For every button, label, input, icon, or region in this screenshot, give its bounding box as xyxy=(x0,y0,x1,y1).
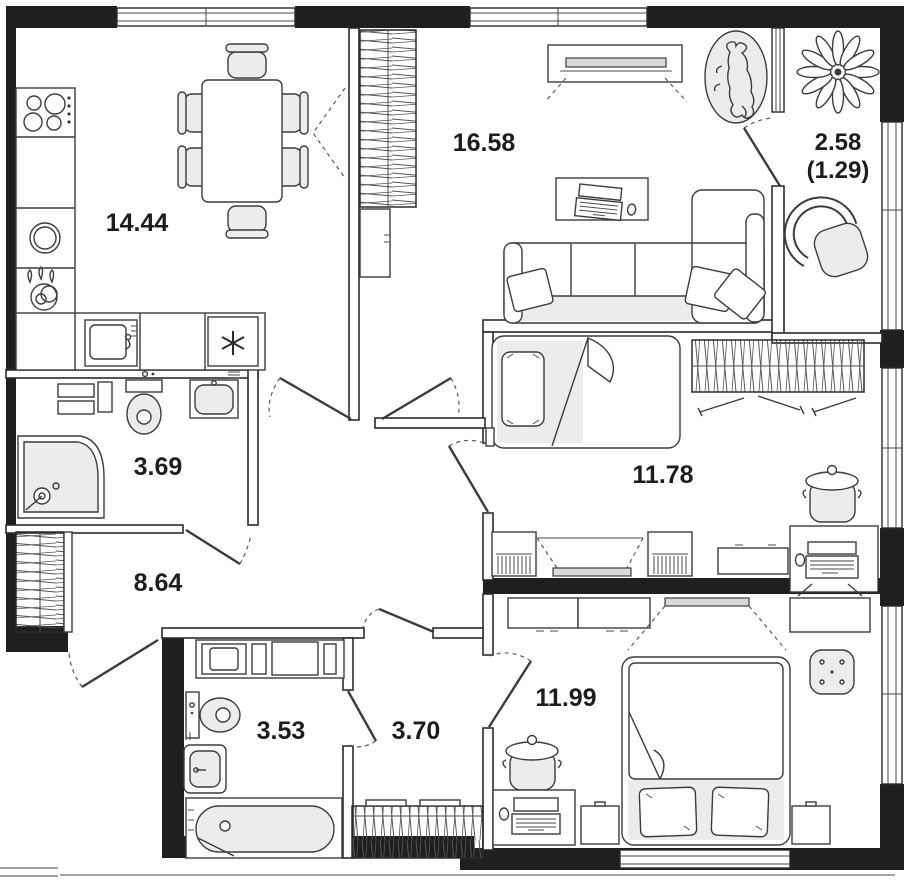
room-label-living: 16.58 xyxy=(453,129,516,157)
tv-stand xyxy=(544,44,688,103)
room-label-kitchen: 14.44 xyxy=(106,209,169,237)
dog-rug xyxy=(704,30,768,124)
bedroom-plant-pot-icon xyxy=(502,734,562,791)
bedroom-cabinets xyxy=(507,597,651,632)
living-room-door xyxy=(381,376,460,421)
washer-shelf-row xyxy=(195,639,345,679)
kids-tv xyxy=(536,537,644,577)
bedroom-door xyxy=(487,652,533,728)
kids-plant-pot-icon xyxy=(802,464,862,523)
bedroom-window-right xyxy=(881,605,903,785)
kids-room-area xyxy=(485,335,879,593)
entry-door xyxy=(68,638,159,689)
room-label-kids-room: 11.78 xyxy=(632,461,693,489)
room-label-bathroom-2: 3.53 xyxy=(257,717,306,745)
room-label-loggia-reduced: (1.29) xyxy=(807,157,870,184)
bed-pillow xyxy=(501,351,545,427)
loggia-area xyxy=(783,30,880,278)
doors xyxy=(68,117,782,748)
bedroom-desk xyxy=(492,789,576,846)
pouf-icon xyxy=(809,649,855,695)
room-label-hallway: 8.64 xyxy=(134,569,183,597)
interior-walls xyxy=(5,27,883,859)
kids-bookshelf xyxy=(491,531,537,577)
stove-icon xyxy=(23,93,71,132)
sofa-pillow xyxy=(506,267,554,313)
room-label-bedroom: 11.99 xyxy=(535,684,596,712)
dog-icon xyxy=(726,41,755,119)
bathtub-icon xyxy=(185,797,343,859)
hallway-2-door xyxy=(362,607,435,634)
kids-room-window xyxy=(881,367,903,529)
single-bed xyxy=(485,335,681,449)
kitchen-window xyxy=(116,7,296,27)
room-labels: 14.44 16.58 2.58 (1.29) 3.69 8.64 11.78 … xyxy=(106,129,870,745)
hall-wardrobe xyxy=(15,531,73,633)
sofa-pillow xyxy=(714,268,766,320)
room-label-loggia: 2.58 xyxy=(815,129,862,156)
bed-pillow xyxy=(710,786,770,838)
dining-table xyxy=(201,79,283,203)
room-label-bathroom: 3.69 xyxy=(134,453,183,481)
bathroom-2-area xyxy=(183,639,345,859)
loggia-window-right xyxy=(881,121,903,331)
loggia-glazing xyxy=(771,27,785,113)
kids-room-door xyxy=(447,439,490,513)
dishwasher-icon xyxy=(27,266,58,311)
bed-pillow xyxy=(638,786,698,838)
kids-wardrobe xyxy=(691,339,865,417)
armchair-icon xyxy=(783,196,869,278)
kids-cabinet xyxy=(717,547,789,575)
kitchen-fold-mark xyxy=(312,87,346,179)
sink-2-icon xyxy=(183,732,227,794)
corner-sofa xyxy=(503,189,766,324)
kids-bookshelf-2 xyxy=(647,531,693,577)
kitchen-dining-area xyxy=(15,43,346,371)
hallway-2-area xyxy=(351,799,484,859)
kitchen-sink-icon xyxy=(84,319,138,367)
bathroom-door xyxy=(185,528,252,566)
washing-machine-icon xyxy=(29,222,61,254)
dining-table-group xyxy=(177,43,309,239)
kids-desk xyxy=(789,525,879,593)
toilet-icon xyxy=(125,370,163,435)
bedroom-window-bottom xyxy=(619,849,791,869)
laptop-icon xyxy=(573,183,637,222)
bathroom-2-door xyxy=(346,690,378,748)
kitchen-door xyxy=(268,376,352,421)
bedroom-tv xyxy=(627,597,787,651)
living-room-area xyxy=(503,30,768,324)
sink-icon xyxy=(189,371,240,419)
double-bed xyxy=(621,656,791,846)
fridge-icon xyxy=(221,331,245,355)
toilet-2-icon xyxy=(185,691,241,739)
tv-icon xyxy=(565,57,667,68)
bathroom-area xyxy=(17,370,240,519)
hall2-wardrobe xyxy=(351,799,484,859)
nightstand xyxy=(580,801,620,845)
windows xyxy=(116,7,903,869)
kitchen-cabinet-column xyxy=(15,87,76,316)
kitchen-counter xyxy=(15,312,266,371)
balcony-door xyxy=(742,117,782,187)
coffee-table xyxy=(555,177,649,222)
vanity-desk xyxy=(789,583,871,633)
nightstand-2 xyxy=(791,801,831,845)
living-room-window xyxy=(469,7,648,27)
shower-icon xyxy=(17,435,105,519)
hallway-area xyxy=(15,531,73,633)
hall-wardrobe-top xyxy=(359,29,417,278)
room-label-hallway-2: 3.70 xyxy=(392,717,441,745)
plant-icon xyxy=(796,30,880,114)
bedroom-area xyxy=(492,583,871,846)
